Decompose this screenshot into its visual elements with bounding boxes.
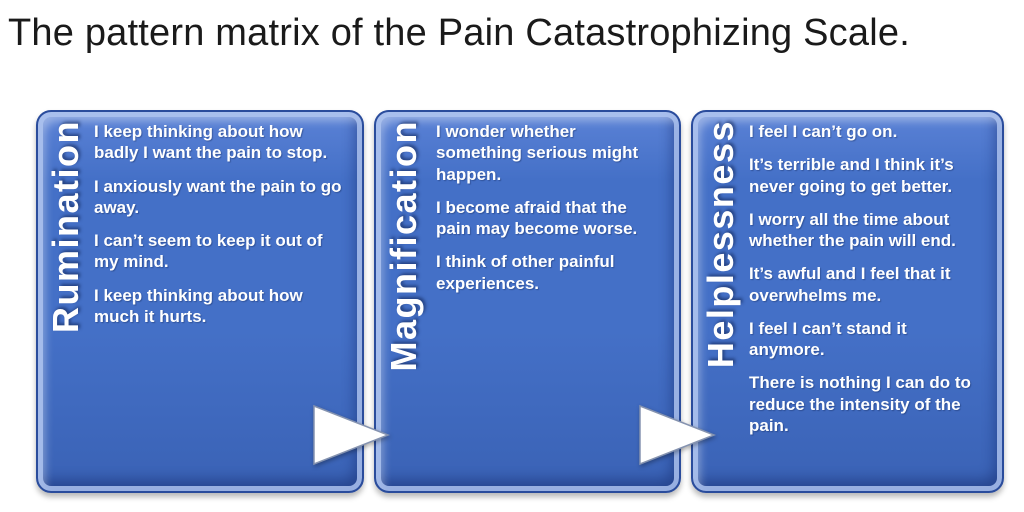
panel-label-magnification: Magnification <box>383 120 424 372</box>
panel-helplessness: Helplessness I feel I can’t go on. It’s … <box>691 110 1004 493</box>
arrow-right-icon <box>313 404 391 466</box>
panel-item: I think of other painful experiences. <box>436 252 615 293</box>
panel-item: It’s terrible and I think it’s never goi… <box>749 155 954 196</box>
page-title: The pattern matrix of the Pain Catastrop… <box>8 12 910 54</box>
panel-rumination: Rumination I keep thinking about how bad… <box>36 110 364 493</box>
panel-magnification: Magnification I wonder whether something… <box>374 110 681 493</box>
panel-item: I feel I can’t go on. <box>749 122 898 141</box>
panel-item: There is nothing I can do to reduce the … <box>749 373 971 435</box>
panel-item: I keep thinking about how badly I want t… <box>94 122 328 163</box>
panel-item: I become afraid that the pain may become… <box>436 197 638 238</box>
panel-item: I worry all the time about whether the p… <box>749 209 956 250</box>
panel-item: I can’t seem to keep it out of my mind. <box>94 231 323 272</box>
panel-item: I feel I can’t stand it anymore. <box>749 318 907 359</box>
panel-item: It’s awful and I feel that it overwhelms… <box>749 264 951 305</box>
panel-label-helplessness: Helplessness <box>700 120 741 369</box>
panel-label-rumination: Rumination <box>45 120 86 333</box>
panel-items: I wonder whether something serious might… <box>436 112 679 491</box>
panel-items: I keep thinking about how badly I want t… <box>94 112 362 491</box>
panel-item: I keep thinking about how much it hurts. <box>94 285 303 326</box>
arrow-right-icon <box>639 404 717 466</box>
panel-item: I wonder whether something serious might… <box>436 122 639 184</box>
panel-row: Rumination I keep thinking about how bad… <box>36 110 1004 493</box>
panel-item: I anxiously want the pain to go away. <box>94 176 342 217</box>
panel-label-column: Rumination <box>38 112 94 491</box>
panel-items: I feel I can’t go on. It’s terrible and … <box>749 112 1002 491</box>
